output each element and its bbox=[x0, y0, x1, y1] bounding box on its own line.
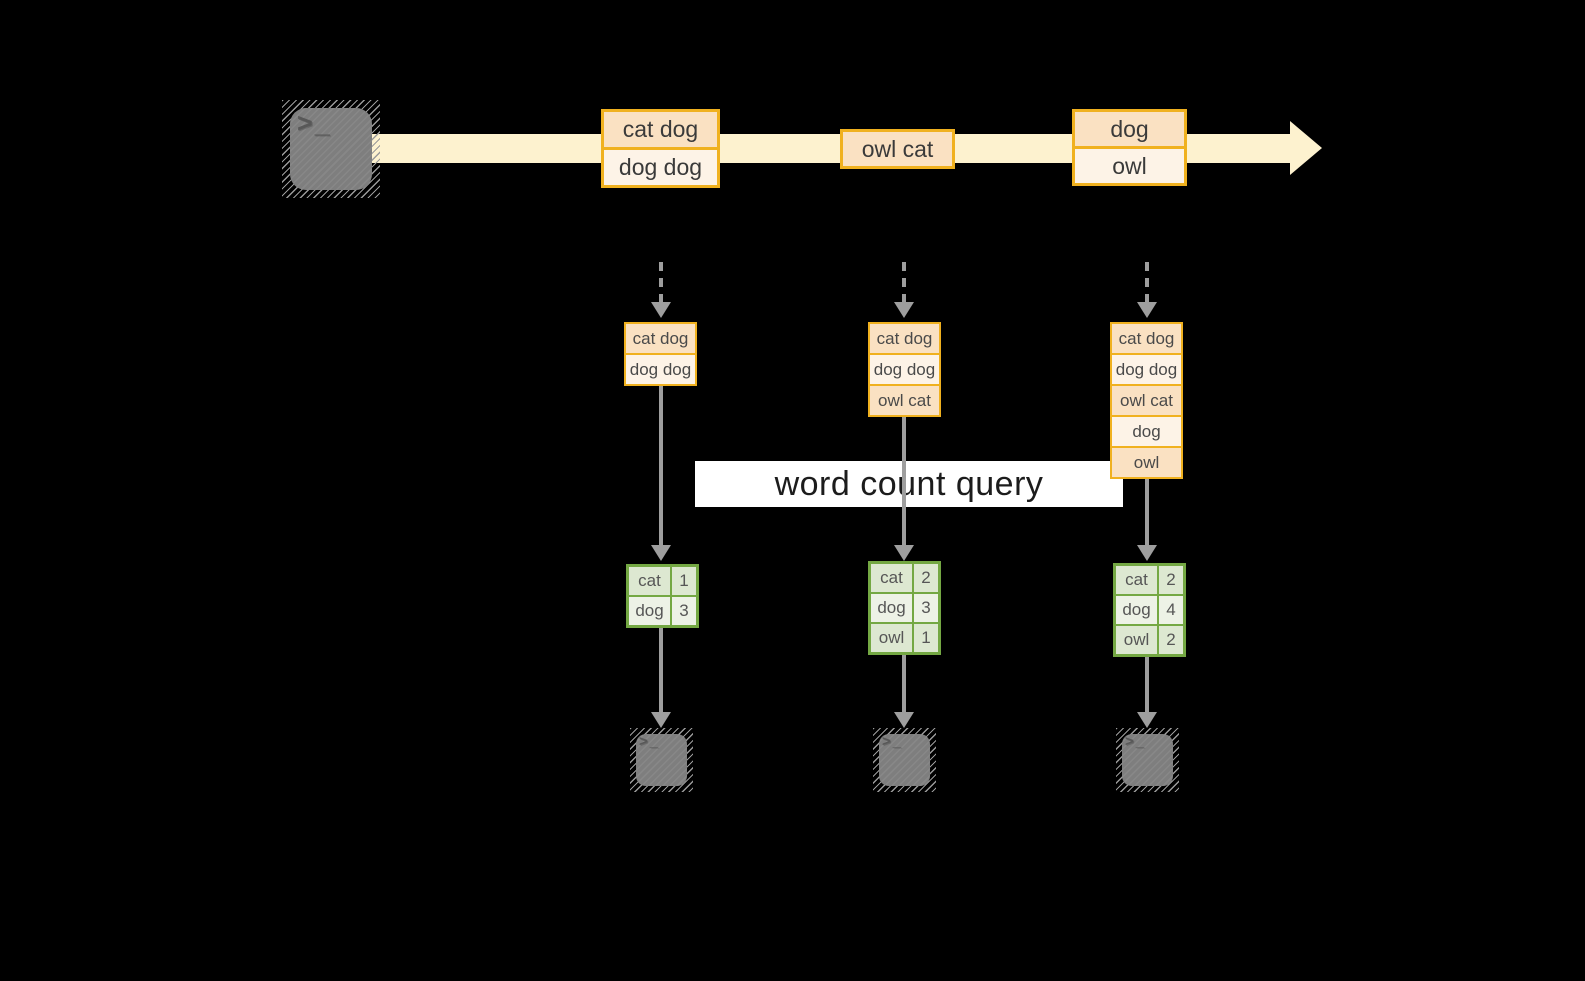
terminal-prompt-icon: >_ bbox=[1125, 733, 1147, 750]
count-value-cell: 2 bbox=[1159, 566, 1183, 594]
terminal-prompt-icon: >_ bbox=[882, 733, 904, 750]
batch-arrow-dashed-1 bbox=[659, 262, 663, 302]
count-value-cell: 4 bbox=[1159, 596, 1183, 624]
terminal-screen bbox=[636, 734, 687, 786]
stream-record-line: dog dog bbox=[604, 150, 717, 185]
terminal-screen bbox=[290, 108, 372, 190]
sink-arrow-line-1 bbox=[659, 628, 663, 712]
stream-record-line: cat dog bbox=[604, 112, 717, 147]
stream-record-line: owl bbox=[1075, 149, 1184, 183]
batch-record-row: cat dog bbox=[626, 324, 695, 353]
batch-record-row: dog bbox=[1112, 417, 1181, 446]
count-word-cell: dog bbox=[1116, 596, 1157, 624]
batch-arrow-dashed-3 bbox=[1145, 262, 1149, 302]
sink-terminal-icon-2: >_ bbox=[873, 728, 936, 792]
sink-arrow-line-2 bbox=[902, 655, 906, 712]
batch-arrow-dashed-2 bbox=[902, 262, 906, 302]
sink-terminal-icon-3: >_ bbox=[1116, 728, 1179, 792]
count-word-cell: cat bbox=[1116, 566, 1157, 594]
batch-record-row: owl cat bbox=[870, 386, 939, 415]
query-arrow-line-1 bbox=[659, 385, 663, 545]
arrow-down-icon bbox=[651, 712, 671, 728]
stream-arrowhead-icon bbox=[1290, 121, 1322, 175]
stream-record-line: dog bbox=[1075, 112, 1184, 146]
terminal-screen bbox=[879, 734, 930, 786]
count-word-cell: dog bbox=[871, 594, 912, 622]
count-word-cell: owl bbox=[1116, 626, 1157, 654]
batch-record-row: dog dog bbox=[1112, 355, 1181, 384]
batch-record-row: cat dog bbox=[870, 324, 939, 353]
count-word-cell: owl bbox=[871, 624, 912, 652]
arrow-down-icon bbox=[1137, 712, 1157, 728]
query-band: word count query bbox=[695, 461, 1123, 507]
count-word-cell: cat bbox=[629, 567, 670, 595]
arrow-down-icon bbox=[1137, 545, 1157, 561]
query-label: word count query bbox=[774, 464, 1044, 503]
batch-record-row: owl bbox=[1112, 448, 1181, 477]
batch-record-row: owl cat bbox=[1112, 386, 1181, 415]
count-value-cell: 1 bbox=[672, 567, 696, 595]
arrow-down-icon bbox=[894, 712, 914, 728]
query-arrow-line-3 bbox=[1145, 478, 1149, 545]
count-value-cell: 1 bbox=[914, 624, 938, 652]
arrow-down-icon bbox=[894, 302, 914, 318]
arrow-down-icon bbox=[1137, 302, 1157, 318]
count-word-cell: cat bbox=[871, 564, 912, 592]
count-value-cell: 3 bbox=[914, 594, 938, 622]
sink-terminal-icon-1: >_ bbox=[630, 728, 693, 792]
count-value-cell: 2 bbox=[914, 564, 938, 592]
source-terminal-icon: >_ bbox=[282, 100, 380, 198]
count-value-cell: 2 bbox=[1159, 626, 1183, 654]
arrow-down-icon bbox=[651, 302, 671, 318]
stream-record-box-2: owl cat bbox=[840, 129, 955, 169]
terminal-screen bbox=[1122, 734, 1173, 786]
stream-record-line: owl cat bbox=[843, 132, 952, 166]
batch-record-row: cat dog bbox=[1112, 324, 1181, 353]
count-value-cell: 3 bbox=[672, 597, 696, 625]
sink-arrow-line-3 bbox=[1145, 657, 1149, 712]
count-word-cell: dog bbox=[629, 597, 670, 625]
terminal-prompt-icon: >_ bbox=[639, 733, 661, 750]
arrow-down-icon bbox=[651, 545, 671, 561]
arrow-down-icon bbox=[894, 545, 914, 561]
terminal-prompt-icon: >_ bbox=[297, 108, 332, 138]
batch-record-row: dog dog bbox=[626, 355, 695, 384]
batch-record-row: dog dog bbox=[870, 355, 939, 384]
query-arrow-line-2 bbox=[902, 416, 906, 545]
